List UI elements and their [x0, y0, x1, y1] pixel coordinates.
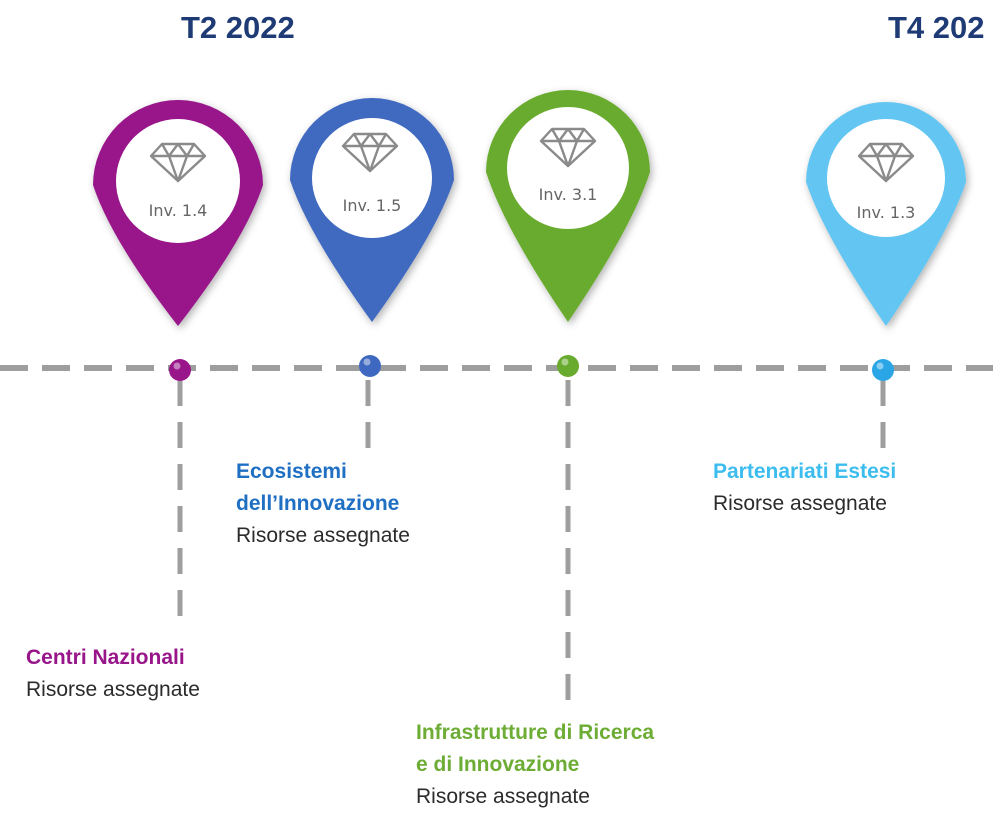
caption-detail: Risorse assegnate [26, 678, 200, 701]
timeline-dot-partenariati [872, 359, 894, 381]
pin-label-inv-3-1: Inv. 3.1 [538, 185, 598, 204]
caption-detail: Risorse assegnate [713, 492, 887, 515]
timeline-dot-infrastrutture [557, 355, 579, 377]
caption-title: Infrastrutture di Ricerca [416, 721, 655, 744]
caption-title: Partenariati Estesi [713, 460, 897, 483]
caption-title: Ecosistemi [236, 460, 347, 483]
pin-label-inv-1-5: Inv. 1.5 [342, 196, 402, 215]
caption-title: Centri Nazionali [26, 646, 185, 669]
map-pin-inv-3-1 [486, 90, 650, 322]
caption-partenariati-estesi: Partenariati Estesi Risorse assegnate [713, 456, 896, 520]
caption-infrastrutture: Infrastrutture di Ricerca e di Innovazio… [416, 717, 726, 813]
caption-title: dell’Innovazione [236, 492, 400, 515]
timeline-dot-ecosistemi [359, 355, 381, 377]
timeline-dot-centri [169, 359, 191, 381]
caption-title: e di Innovazione [416, 753, 580, 776]
pin-label-inv-1-4: Inv. 1.4 [148, 201, 208, 220]
pin-label-inv-1-3: Inv. 1.3 [856, 203, 916, 222]
caption-centri-nazionali: Centri Nazionali Risorse assegnate [26, 642, 200, 706]
period-label-t4-2022: T4 202 [888, 10, 985, 45]
caption-ecosistemi: Ecosistemi dell’Innovazione Risorse asse… [236, 456, 466, 552]
period-label-t2-2022: T2 2022 [181, 10, 295, 45]
caption-detail: Risorse assegnate [236, 524, 410, 547]
map-pin-inv-1-5 [290, 98, 454, 322]
caption-detail: Risorse assegnate [416, 785, 590, 808]
